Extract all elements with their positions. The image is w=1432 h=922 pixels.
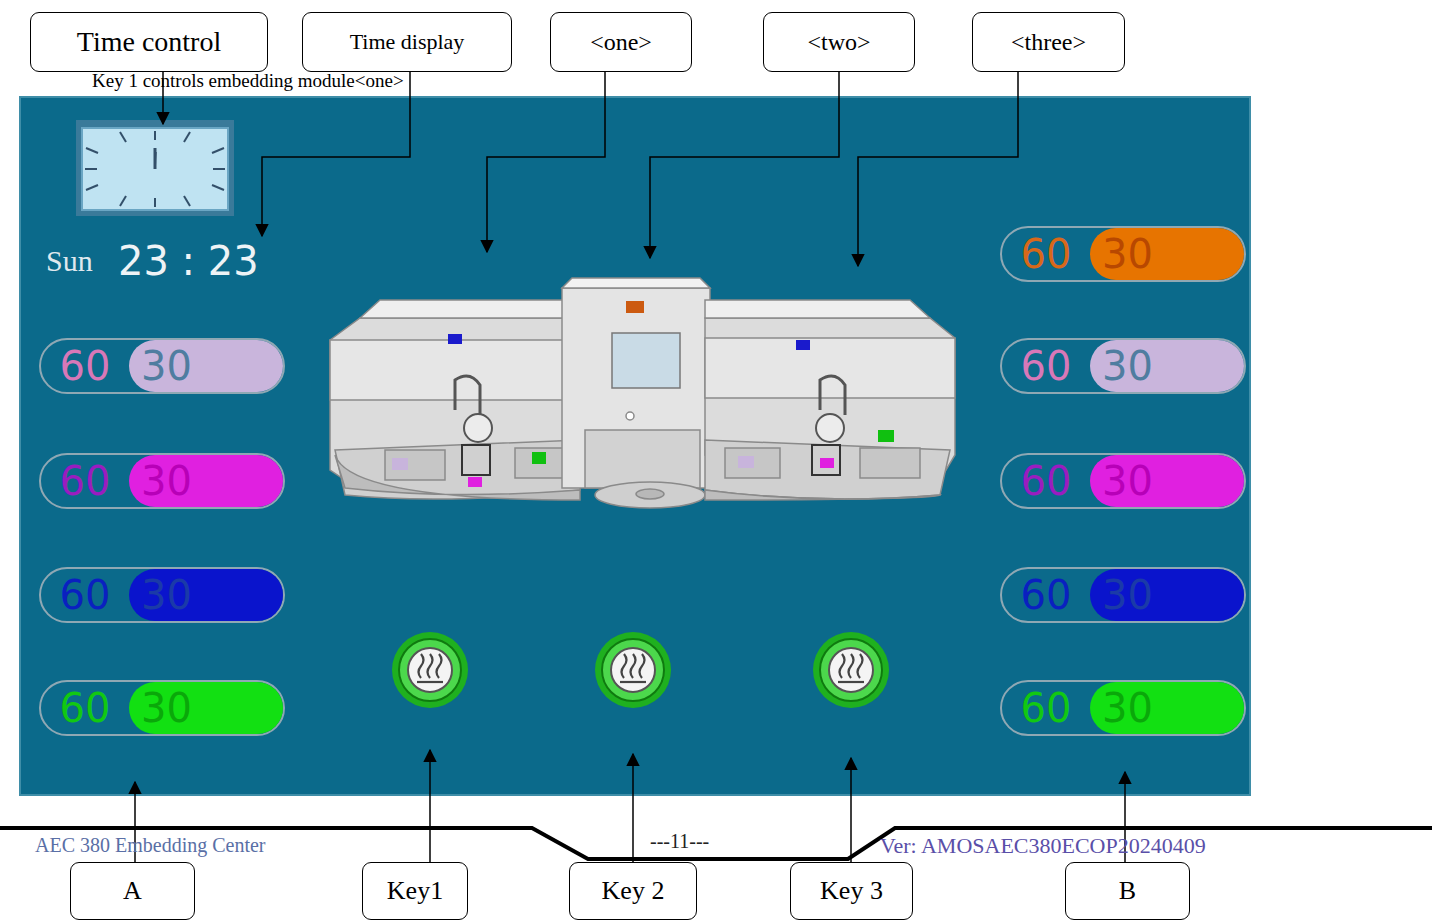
actual-value: 30 bbox=[1090, 569, 1244, 621]
time-setting-pill: 6030 bbox=[1000, 567, 1246, 623]
callout-text: Time display bbox=[350, 29, 465, 55]
callout-box: Time display bbox=[302, 12, 512, 72]
callout-box: Key1 bbox=[362, 862, 468, 920]
footer-title: AEC 380 Embedding Center bbox=[35, 834, 266, 857]
callout-box: Time control bbox=[30, 12, 268, 72]
version-code: Ver: AMOSAEC380ECOP20240409 bbox=[880, 833, 1206, 859]
setpoint-value: 60 bbox=[1002, 340, 1090, 392]
clock-icon bbox=[76, 120, 234, 216]
setpoint-value: 60 bbox=[41, 682, 129, 734]
weekday: Sun bbox=[46, 244, 93, 278]
callout-text: <two> bbox=[807, 29, 870, 56]
screen-panel bbox=[20, 97, 1250, 795]
callout-text: <three> bbox=[1011, 29, 1086, 56]
setpoint-value: 60 bbox=[1002, 569, 1090, 621]
callout-text: Key 2 bbox=[602, 876, 665, 906]
leader-lines bbox=[135, 72, 1125, 862]
time-setting-pill: 6030 bbox=[1000, 680, 1246, 736]
actual-value: 30 bbox=[1090, 682, 1244, 734]
setpoint-value: 60 bbox=[41, 455, 129, 507]
footer-rule bbox=[0, 828, 1432, 859]
time-setting-pill: 6030 bbox=[39, 338, 285, 394]
time-setting-pill: 6030 bbox=[1000, 453, 1246, 509]
actual-value: 30 bbox=[129, 682, 283, 734]
callout-text: Key 3 bbox=[820, 876, 883, 906]
callout-text: <one> bbox=[590, 29, 652, 56]
embedding-center-illustration bbox=[330, 278, 955, 508]
setpoint-value: 60 bbox=[1002, 455, 1090, 507]
actual-value: 30 bbox=[129, 340, 283, 392]
heat-key bbox=[392, 632, 889, 708]
page-note: Key 1 controls embedding module<one> bbox=[92, 70, 404, 92]
actual-value: 30 bbox=[1090, 340, 1244, 392]
actual-value: 30 bbox=[1090, 228, 1244, 280]
clock-time: 23 : 23 bbox=[118, 238, 259, 284]
time-setting-pill: 6030 bbox=[39, 680, 285, 736]
actual-value: 30 bbox=[1090, 455, 1244, 507]
callout-box: B bbox=[1065, 862, 1190, 920]
callout-text: A bbox=[123, 876, 142, 906]
time-setting-pill: 6030 bbox=[39, 453, 285, 509]
callout-box: <three> bbox=[972, 12, 1125, 72]
actual-value: 30 bbox=[129, 569, 283, 621]
callout-text: B bbox=[1119, 876, 1136, 906]
callout-box: <one> bbox=[550, 12, 692, 72]
callout-box: Key 3 bbox=[790, 862, 913, 920]
time-setting-pill: 6030 bbox=[1000, 338, 1246, 394]
setpoint-value: 60 bbox=[1002, 682, 1090, 734]
setpoint-value: 60 bbox=[41, 569, 129, 621]
time-setting-pill: 6030 bbox=[39, 567, 285, 623]
setpoint-value: 60 bbox=[41, 340, 129, 392]
page-number: ---11--- bbox=[650, 830, 709, 853]
callout-text: Key1 bbox=[387, 876, 443, 906]
setpoint-value: 60 bbox=[1002, 228, 1090, 280]
callout-box: <two> bbox=[763, 12, 915, 72]
callout-box: A bbox=[70, 862, 195, 920]
callout-text: Time control bbox=[77, 26, 221, 58]
actual-value: 30 bbox=[129, 455, 283, 507]
callout-box: Key 2 bbox=[569, 862, 697, 920]
time-setting-pill: 6030 bbox=[1000, 226, 1246, 282]
